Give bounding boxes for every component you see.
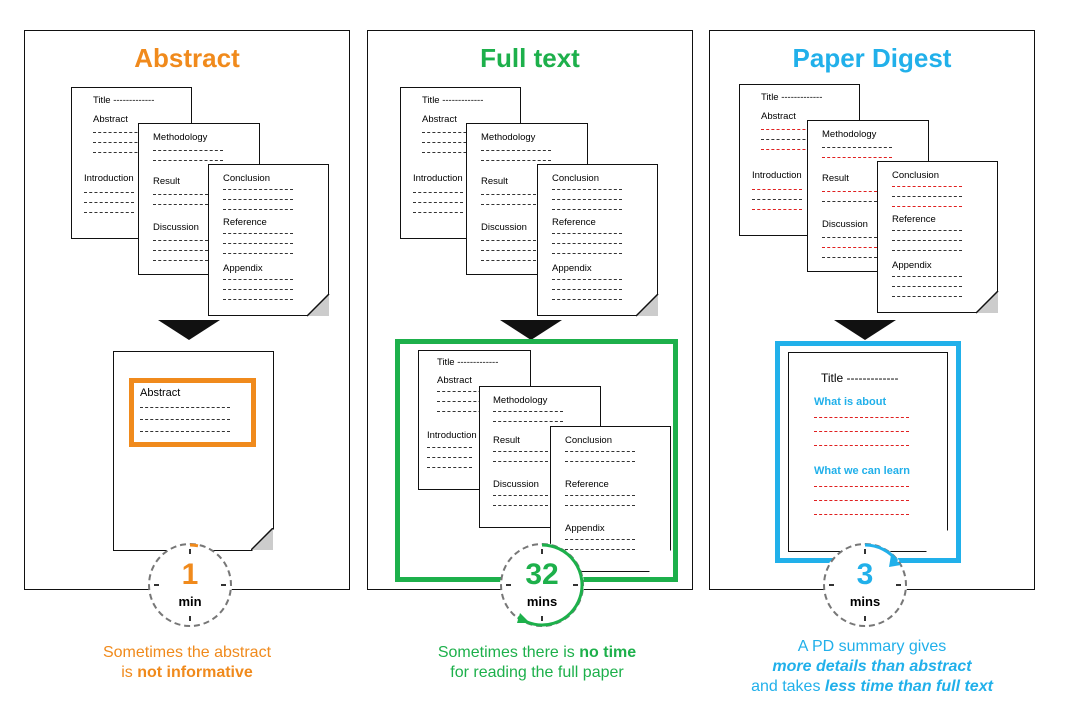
timer-icon: 1 min <box>148 543 232 627</box>
reference-label: Reference <box>223 217 267 228</box>
timer-value: 1 <box>181 558 199 591</box>
digest-section-what-is-about: What is about <box>814 396 887 408</box>
abstract-highlight-box: Abstract <box>129 378 256 447</box>
page-fold-icon <box>251 528 274 551</box>
appendix-label: Appendix <box>223 263 263 274</box>
discussion-label: Discussion <box>153 222 199 233</box>
timer-unit: min <box>178 594 202 609</box>
panel-title-full-text: Full text <box>480 43 580 73</box>
paper-digest-highlight-frame: Title ------------- What is about What w… <box>775 341 961 563</box>
methodology-label: Methodology <box>153 132 208 143</box>
digest-section-what-we-can-learn: What we can learn <box>814 465 910 477</box>
timer-unit: mins <box>526 594 558 609</box>
paper-page-3: Conclusion Reference Appendix <box>537 164 658 316</box>
timer-unit: mins <box>849 594 881 609</box>
full-text-highlight-frame: Title ------------- Abstract Introductio… <box>395 339 678 582</box>
down-arrow-icon <box>834 320 896 340</box>
abstract-highlight-label: Abstract <box>140 387 181 399</box>
paper-page-3: Conclusion Reference Appendix <box>877 161 998 313</box>
down-arrow-icon <box>158 320 220 340</box>
paper-digest-panel: Paper Digest Title ------------- Abstrac… <box>709 30 1035 590</box>
abstract-output-page: Abstract <box>113 351 274 551</box>
abstract-panel: Abstract Title ------------- Abstract In… <box>24 30 350 590</box>
abstract-caption: Sometimes the abstract is not informativ… <box>102 644 272 681</box>
conclusion-label: Conclusion <box>223 173 270 184</box>
introduction-label: Introduction <box>84 173 134 184</box>
full-text-caption: Sometimes there is no time for reading t… <box>437 644 637 681</box>
digest-title: Title ------------- <box>821 371 899 385</box>
page-fold-icon <box>976 291 999 314</box>
timer-value: 3 <box>856 558 874 591</box>
digest-output-page: Title ------------- What is about What w… <box>788 352 948 552</box>
full-text-panel: Full text Title ------------- Abstract I… <box>367 30 693 590</box>
timer-icon: 3 mins <box>823 543 907 627</box>
panel-title-paper-digest: Paper Digest <box>792 43 952 73</box>
down-arrow-icon <box>500 320 562 340</box>
page-fold-icon <box>307 294 330 317</box>
title-label: Title ------------- <box>93 95 155 106</box>
paper-digest-caption: A PD summary gives more details than abs… <box>751 638 993 695</box>
timer-value: 32 <box>525 558 559 591</box>
panel-title-abstract: Abstract <box>134 43 240 73</box>
paper-page-3: Conclusion Reference Appendix <box>208 164 329 316</box>
paper-page-3: Conclusion Reference Appendix <box>550 426 671 572</box>
result-label: Result <box>153 176 180 187</box>
page-fold-icon <box>636 294 659 317</box>
timer-icon: 32 mins <box>500 543 584 627</box>
abstract-label: Abstract <box>93 114 128 125</box>
